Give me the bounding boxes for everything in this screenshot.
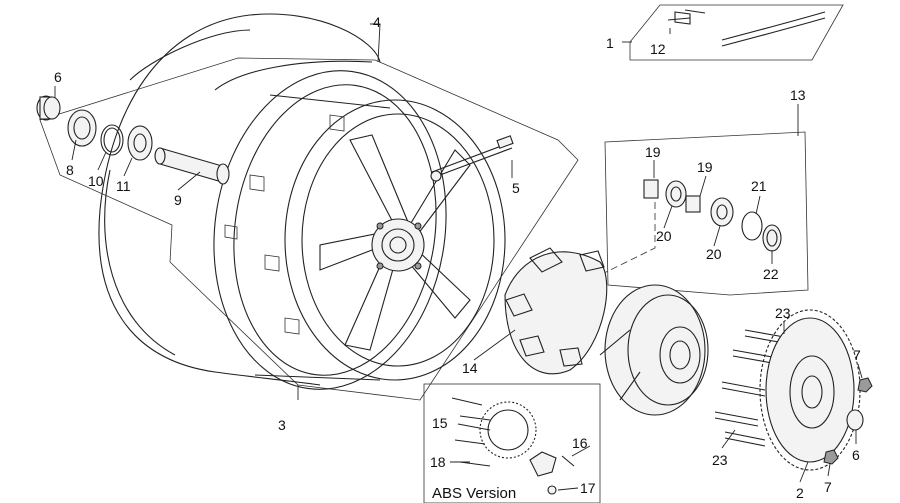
abs-version-box bbox=[423, 383, 601, 503]
callout-20-left: 20 bbox=[656, 228, 672, 244]
rear-sprocket bbox=[759, 309, 861, 471]
callout-19-left: 19 bbox=[645, 144, 661, 160]
callout-10: 10 bbox=[88, 173, 104, 189]
callout-23-bottom: 23 bbox=[712, 452, 728, 468]
callout-22: 22 bbox=[763, 266, 779, 282]
cush-drive-rubber bbox=[504, 247, 608, 375]
callout-9: 9 bbox=[174, 192, 182, 208]
rim-screws bbox=[430, 135, 514, 182]
callout-19-right: 19 bbox=[697, 159, 713, 175]
wheel-rim bbox=[213, 70, 506, 390]
callout-6-left: 6 bbox=[54, 69, 62, 85]
hub-bearings bbox=[643, 179, 782, 252]
callout-1: 1 bbox=[606, 35, 614, 51]
callout-4: 4 bbox=[373, 14, 381, 30]
chain-kit bbox=[629, 4, 844, 61]
callout-16: 16 bbox=[572, 435, 588, 451]
callout-7-bottom: 7 bbox=[824, 479, 832, 495]
callout-3: 3 bbox=[278, 417, 286, 433]
callout-6-right: 6 bbox=[852, 447, 860, 463]
callout-15: 15 bbox=[432, 415, 448, 431]
callout-21: 21 bbox=[751, 178, 767, 194]
wheel-spokes bbox=[319, 134, 471, 351]
sprocket-carrier bbox=[599, 284, 709, 416]
abs-version-title: ABS Version bbox=[432, 485, 516, 502]
tyre bbox=[98, 13, 381, 386]
callout-2: 2 bbox=[796, 485, 804, 501]
wheel-assembly-outline bbox=[39, 57, 579, 401]
left-axle-parts bbox=[36, 95, 230, 185]
callout-labels: 1 2 3 4 5 6 6 7 7 8 9 10 11 12 13 14 15 … bbox=[54, 14, 861, 502]
callout-8: 8 bbox=[66, 162, 74, 178]
callout-12: 12 bbox=[650, 41, 666, 57]
hub-group-outline bbox=[599, 131, 809, 296]
callout-5: 5 bbox=[512, 180, 520, 196]
callout-20-right: 20 bbox=[706, 246, 722, 262]
callout-14: 14 bbox=[462, 360, 478, 376]
leader-lines bbox=[54, 23, 863, 491]
callout-23-top: 23 bbox=[775, 305, 791, 321]
sprocket-nuts bbox=[823, 377, 873, 465]
callout-17: 17 bbox=[580, 480, 596, 496]
callout-13: 13 bbox=[790, 87, 806, 103]
callout-18: 18 bbox=[430, 454, 446, 470]
callout-7-top: 7 bbox=[853, 347, 861, 363]
callout-11: 11 bbox=[116, 178, 131, 194]
